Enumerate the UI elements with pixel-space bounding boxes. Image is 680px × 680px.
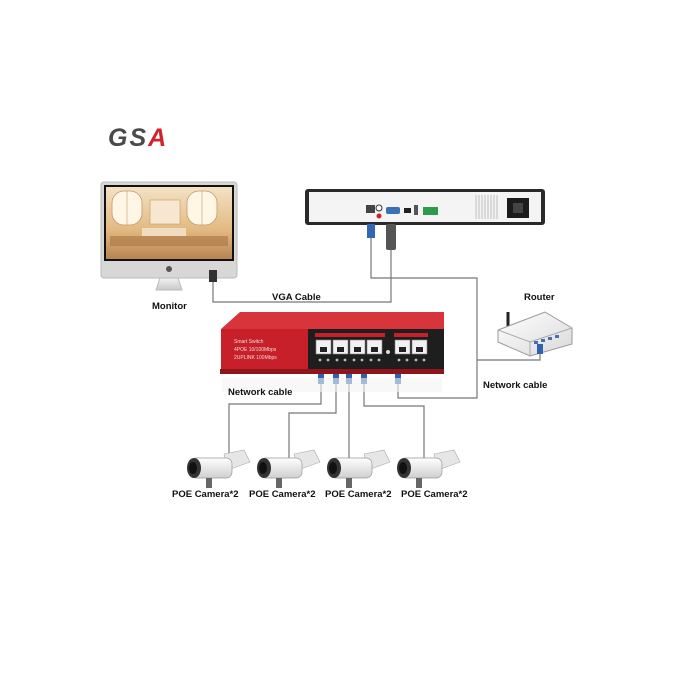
camera2-cable-line xyxy=(288,378,337,462)
vga-cable-line xyxy=(212,250,392,303)
router-cable-plug xyxy=(537,344,543,354)
nvr-vga-plug xyxy=(386,224,396,250)
nvr-network-cable-line xyxy=(370,236,478,399)
switch-poe-text: 4POE 10/100Mbps xyxy=(234,347,277,353)
brand-logo-accent: A xyxy=(148,124,169,152)
camera-label-3: POE Camera*2 xyxy=(325,489,392,500)
camera-3 xyxy=(327,449,391,488)
monitor xyxy=(100,181,238,291)
router-label: Router xyxy=(524,292,555,303)
camera-2 xyxy=(257,449,321,488)
camera-label-2: POE Camera*2 xyxy=(249,489,316,500)
nvr-recorder xyxy=(305,189,545,250)
switch-name-text: Smart Switch xyxy=(234,339,264,345)
monitor-label: Monitor xyxy=(152,301,187,312)
nvr-network-plug xyxy=(367,224,375,238)
camera-label-4: POE Camera*2 xyxy=(401,489,468,500)
vga-cable-label: VGA Cable xyxy=(272,292,321,303)
camera-4 xyxy=(397,449,461,488)
router xyxy=(497,311,573,357)
camera-label-1: POE Camera*2 xyxy=(172,489,239,500)
apple-icon xyxy=(166,266,172,272)
monitor-vga-plug xyxy=(209,270,217,282)
camera-1 xyxy=(187,449,251,488)
network-cable-label-right: Network cable xyxy=(483,380,548,391)
nvr-lan-port xyxy=(366,205,375,213)
nvr-vga-port xyxy=(386,207,400,214)
poe-switch: Smart Switch 4POE 10/100Mbps 2UPLINK 100… xyxy=(220,312,444,392)
switch-uplink-text: 2UPLINK 100Mbps xyxy=(234,355,277,361)
brand-logo-prefix: GS xyxy=(108,124,149,152)
brand-logo: GSA xyxy=(108,124,168,153)
network-cable-label-left: Network cable xyxy=(228,387,293,398)
